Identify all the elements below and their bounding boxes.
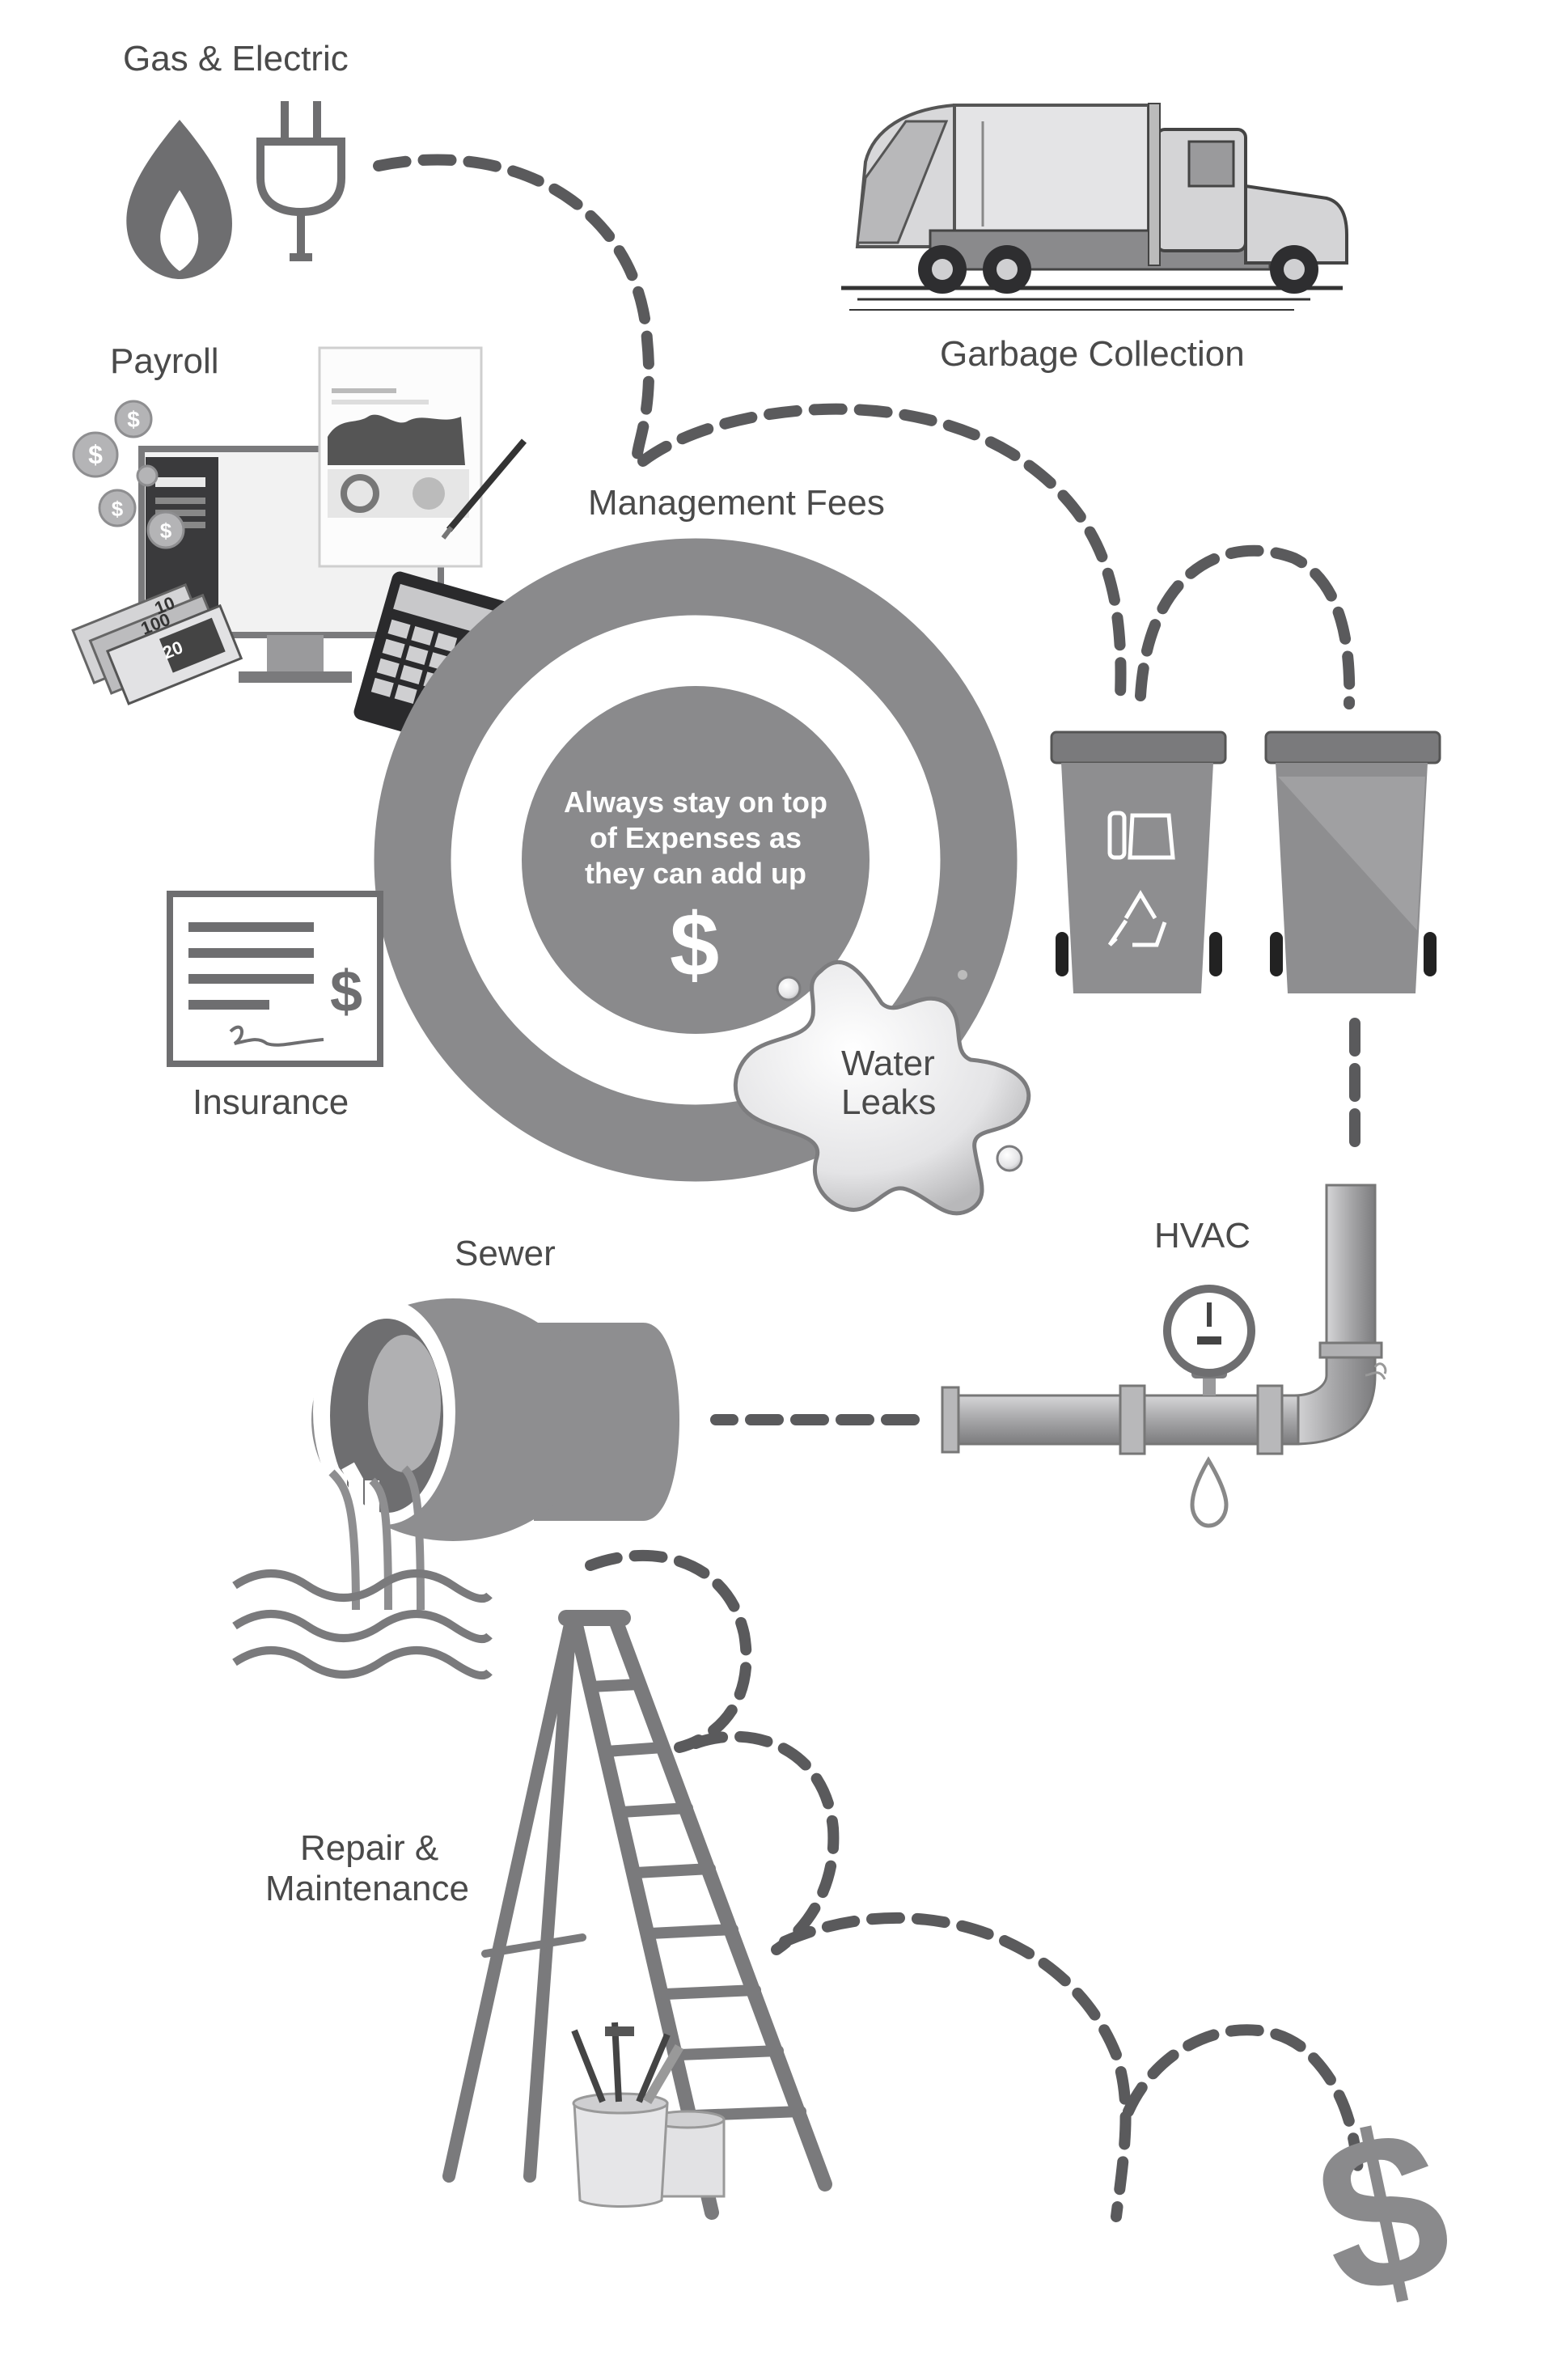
water-splash-icon — [733, 959, 1031, 1216]
water-leaks-label-line2: Leaks — [841, 1082, 937, 1122]
dashed-connectors — [373, 154, 1365, 2222]
check-icon: $ — [167, 891, 383, 1067]
flame-icon — [126, 120, 232, 279]
dash-bin-hop — [1135, 544, 1356, 709]
gas-electric-label: Gas & Electric — [123, 39, 349, 78]
water-waves-icon — [232, 1569, 493, 1680]
pipe-icon — [941, 1184, 1387, 1528]
management-fees-label: Management Fees — [588, 483, 885, 523]
center-dollar-icon: $ — [670, 896, 720, 995]
water-leaks-label-line1: Water — [841, 1044, 935, 1083]
center-line-2: of Expenses as — [589, 821, 802, 854]
svg-text:$: $ — [112, 497, 124, 521]
dash-loop-1 — [585, 1550, 752, 1753]
center-message: Always stay on top of Expenses as they c… — [534, 785, 857, 891]
garbage-collection-label: Garbage Collection — [940, 334, 1245, 374]
paint-bucket-icon — [571, 2022, 726, 2208]
svg-text:$: $ — [88, 440, 103, 469]
dash-gas-to-management — [373, 154, 655, 467]
banknote-icons: 10 100 20 — [71, 582, 243, 705]
garbage-truck-icon — [841, 103, 1348, 311]
check-dollar-sign: $ — [330, 959, 362, 1024]
center-line-1: Always stay on top — [563, 786, 828, 819]
repair-label-line1: Repair & — [300, 1828, 439, 1868]
expense-ring — [374, 538, 1018, 1182]
gauge-icon — [1163, 1285, 1255, 1395]
svg-text:$: $ — [127, 407, 140, 432]
insurance-label: Insurance — [193, 1082, 349, 1122]
hvac-label: HVAC — [1154, 1216, 1250, 1256]
center-line-3: they can add up — [584, 857, 807, 890]
trash-bin-icon — [1050, 731, 1227, 993]
plug-icon — [256, 101, 345, 261]
dash-loop-4 — [1123, 2024, 1365, 2182]
svg-text:$: $ — [160, 519, 172, 543]
payroll-label: Payroll — [110, 341, 219, 381]
trash-bin-icon — [1264, 731, 1441, 993]
coin-icons: $ $ $ $ — [72, 400, 185, 549]
dash-loop-3 — [779, 1912, 1132, 2222]
dash-loop-2 — [690, 1730, 840, 1955]
payroll-document — [318, 346, 527, 568]
ladder-icon — [442, 1610, 832, 2220]
sewer-label: Sewer — [455, 1234, 556, 1273]
repair-label-line2: Maintenance — [265, 1869, 469, 1908]
dash-management-arc — [637, 403, 1127, 701]
sewer-pipe-icon — [311, 1298, 679, 1611]
